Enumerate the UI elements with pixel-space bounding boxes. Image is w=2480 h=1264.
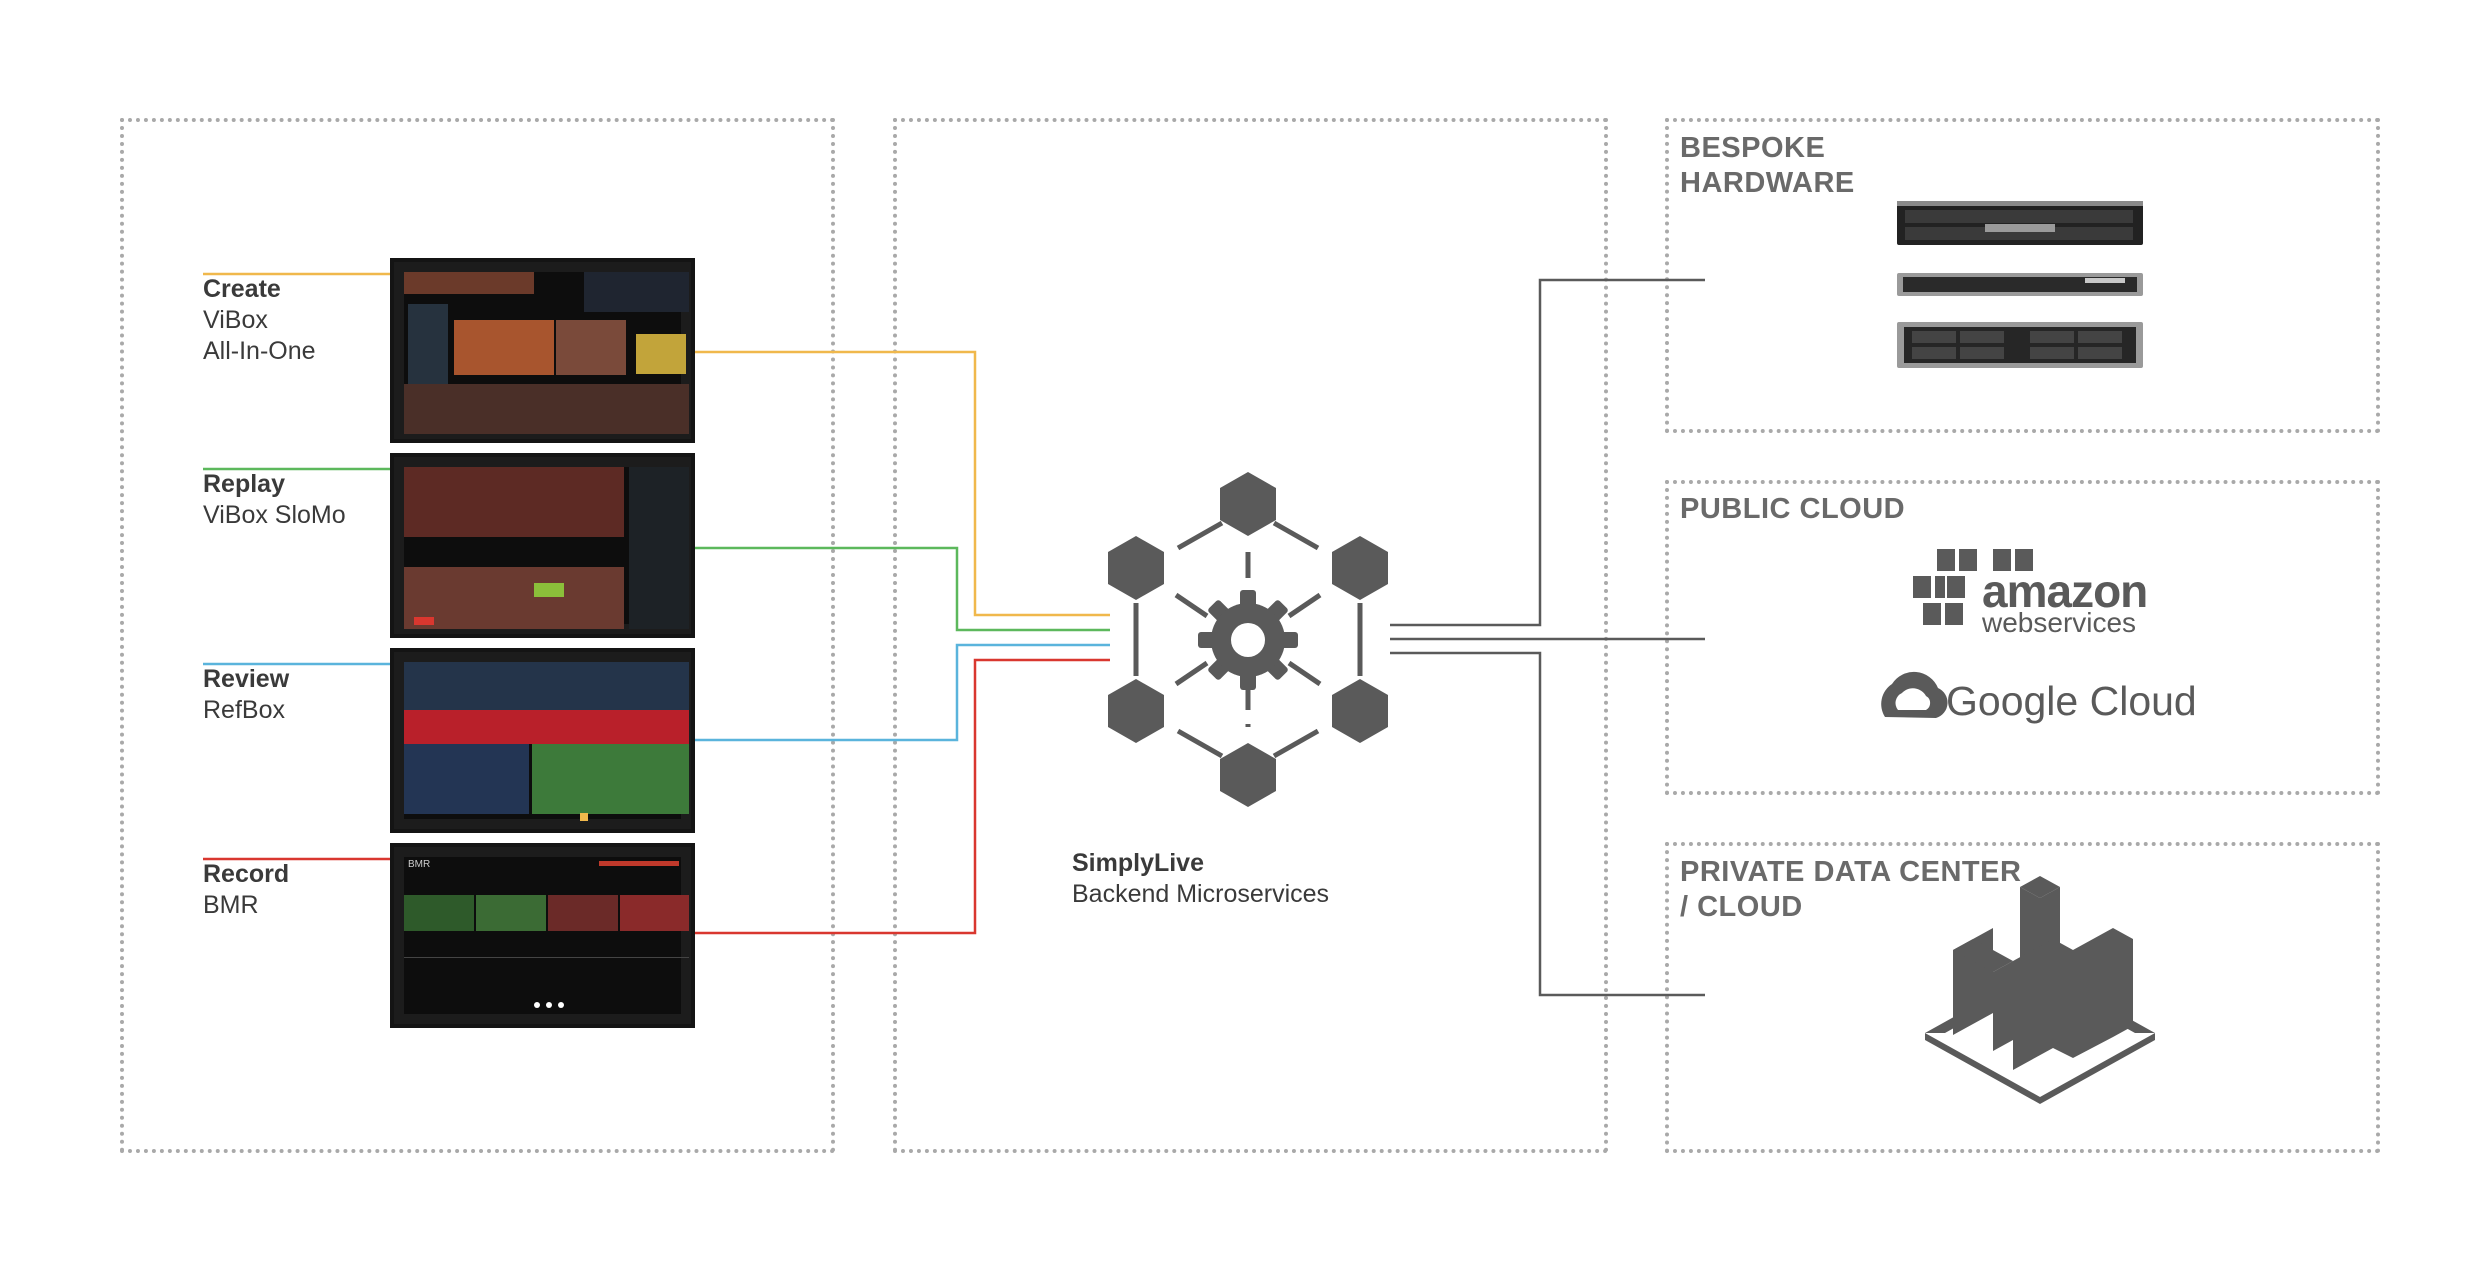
backend-panel	[893, 118, 1608, 1153]
datacenter-icon	[1925, 876, 2155, 1104]
google-cloud-icon	[1881, 671, 1948, 718]
app-label-record: Record BMR	[203, 859, 289, 921]
app-line-vibox-slomo: ViBox SloMo	[203, 501, 346, 529]
private-cloud-connector	[1390, 651, 1705, 997]
app-title-review: Review	[203, 665, 290, 693]
app-line-vibox: ViBox	[203, 306, 268, 334]
app-title-record: Record	[203, 860, 290, 888]
replay-connector	[695, 546, 1110, 632]
hub-links	[1133, 520, 1363, 759]
storage-server-icon	[1897, 322, 2143, 368]
google-cloud-label: Google Cloud	[1946, 678, 2197, 724]
bespoke-hardware-panel	[1665, 118, 2380, 433]
private-datacenter-panel	[1665, 842, 2380, 1153]
app-label-create: Create ViBox All-In-One	[203, 274, 316, 367]
public-cloud-header: PUBLIC CLOUD	[1680, 492, 1905, 527]
clients-panel	[120, 118, 835, 1153]
private-line1: PRIVATE DATA CENTER	[1680, 856, 2022, 888]
record-connector	[695, 658, 1110, 935]
vibox-screenshot	[390, 258, 695, 443]
review-connector	[695, 643, 1110, 742]
create-connector	[695, 350, 1110, 617]
bespoke-line1: BESPOKE	[1680, 132, 1826, 164]
bespoke-line2: HARDWARE	[1680, 167, 1855, 199]
aws-word-webservices: webservices	[1981, 607, 2136, 638]
server-2u-icon	[1897, 201, 2143, 245]
aws-word-amazon: amazon	[1982, 565, 2147, 617]
app-line-all-in-one: All-In-One	[203, 337, 316, 365]
bmr-screenshot: BMR	[390, 843, 695, 1028]
hub-node-bottom	[1220, 743, 1276, 807]
app-title-create: Create	[203, 275, 281, 303]
vibox-slomo-screenshot	[390, 453, 695, 638]
gear-icon	[1198, 590, 1298, 690]
backend-subtitle: Backend Microservices	[1072, 880, 1330, 908]
refbox-screenshot	[390, 648, 695, 833]
app-line-refbox: RefBox	[203, 696, 285, 724]
hub-node-top	[1220, 472, 1276, 536]
public-cloud-title: PUBLIC CLOUD	[1680, 493, 1906, 525]
backend-title: SimplyLive	[1072, 849, 1204, 877]
backend-label: SimplyLive Backend Microservices	[1072, 848, 1329, 910]
app-label-review: Review RefBox	[203, 664, 289, 726]
private-datacenter-header: PRIVATE DATA CENTER / CLOUD	[1680, 855, 2021, 925]
public-cloud-panel	[1665, 480, 2380, 795]
hub-node-upper-left	[1108, 536, 1164, 600]
server-1u-icon	[1897, 273, 2143, 296]
app-label-replay: Replay ViBox SloMo	[203, 469, 346, 531]
bespoke-hardware-header: BESPOKE HARDWARE	[1680, 131, 1855, 201]
private-line2: / CLOUD	[1680, 891, 1803, 923]
app-title-replay: Replay	[203, 470, 285, 498]
hub-node-lower-right	[1332, 679, 1388, 743]
hub-node-upper-right	[1332, 536, 1388, 600]
bmr-screen-title: BMR	[408, 859, 431, 870]
app-line-bmr: BMR	[203, 891, 259, 919]
hub-node-lower-left	[1108, 679, 1164, 743]
aws-cubes-icon	[1911, 547, 2035, 627]
hardware-connector	[1390, 278, 1705, 627]
